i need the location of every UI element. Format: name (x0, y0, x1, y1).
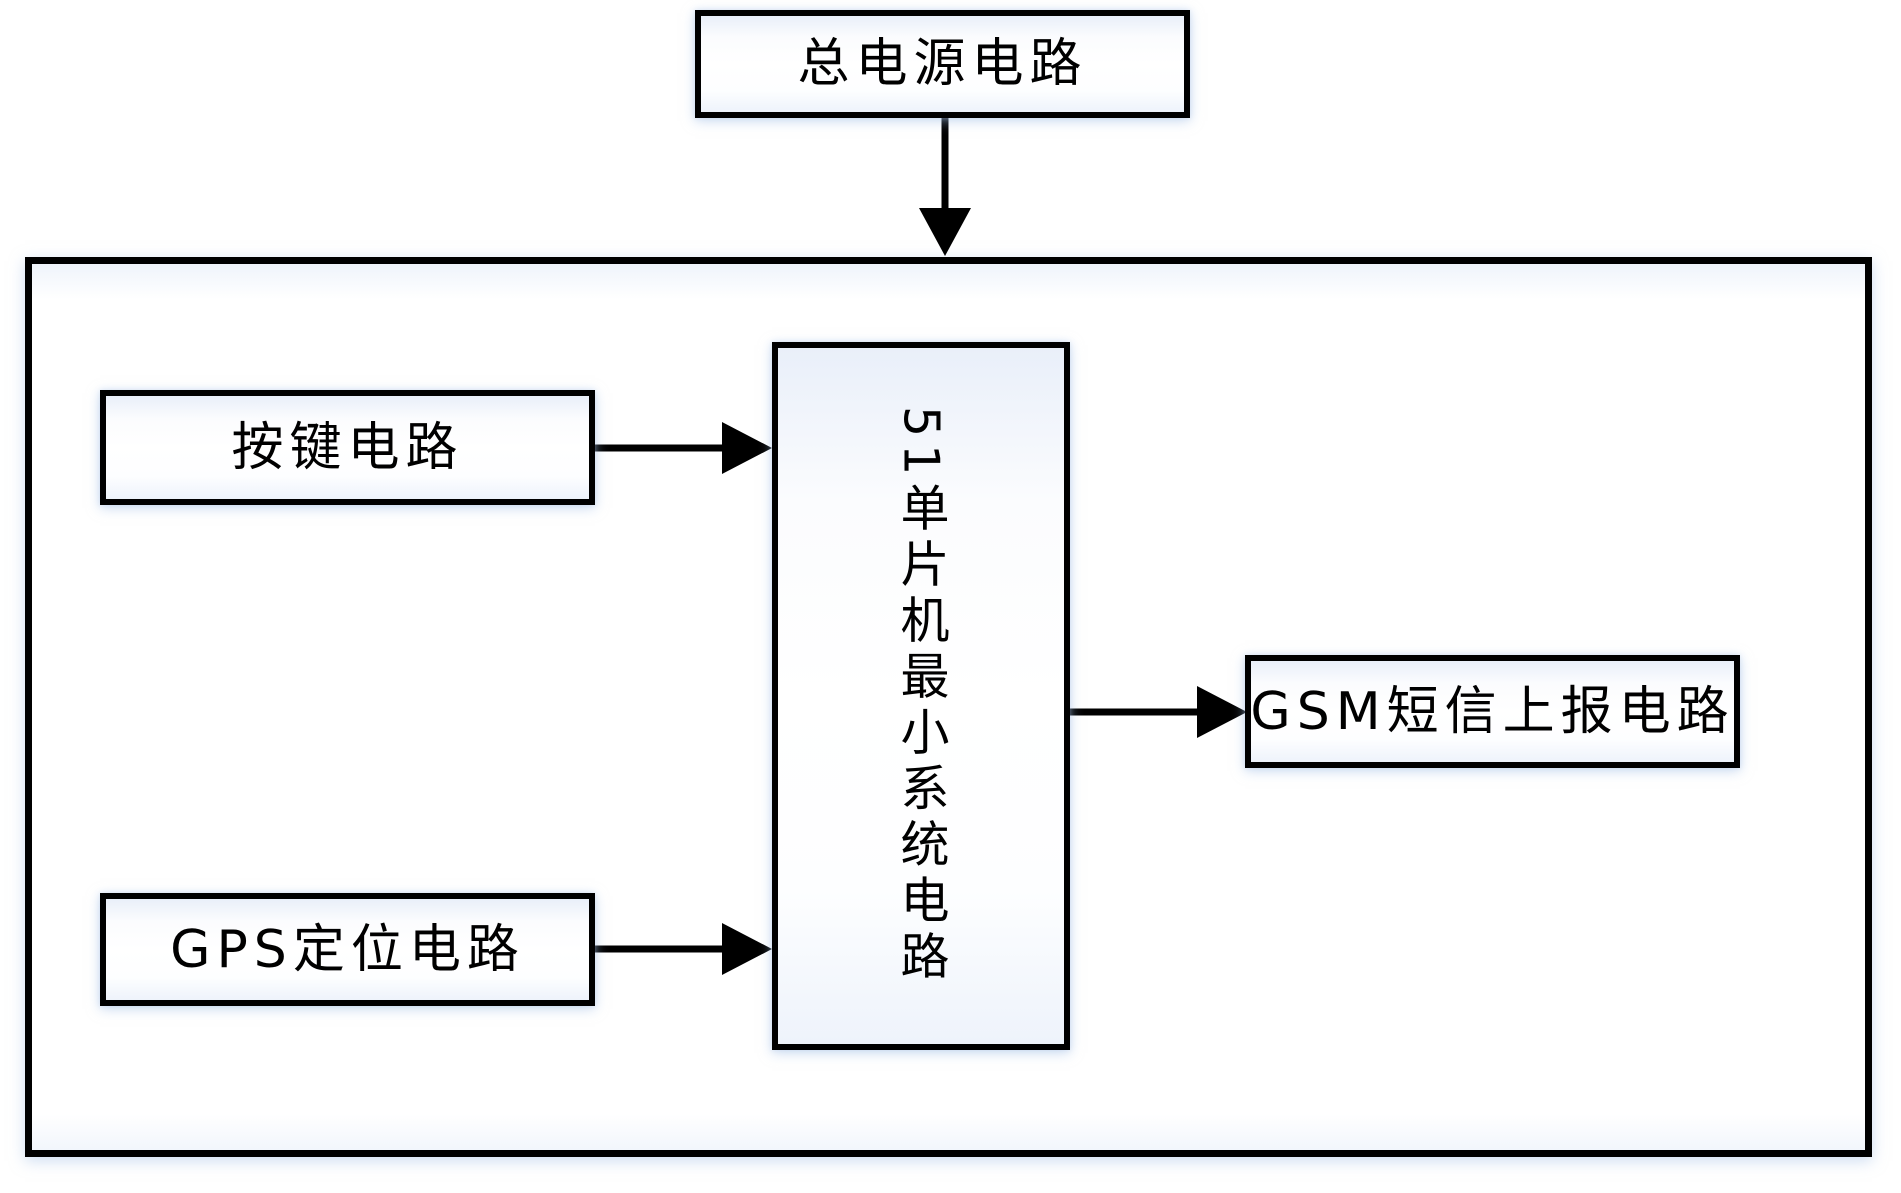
node-gsm-sms-report-circuit: GSM短信上报电路 (1245, 655, 1740, 768)
node-power-circuit: 总电源电路 (695, 10, 1190, 118)
node-gps-circuit: GPS定位电路 (100, 893, 595, 1006)
node-mcu-label: 51单片机最小系统电路 (892, 405, 950, 987)
node-gps-label: GPS定位电路 (170, 919, 525, 980)
node-button-circuit: 按键电路 (100, 390, 595, 505)
node-gsm-label: GSM短信上报电路 (1250, 681, 1735, 742)
node-button-label: 按键电路 (231, 417, 464, 478)
arrow-power-to-system (919, 116, 971, 256)
node-mcu-minimal-system-circuit: 51单片机最小系统电路 (772, 342, 1070, 1050)
node-power-label: 总电源电路 (797, 34, 1088, 94)
